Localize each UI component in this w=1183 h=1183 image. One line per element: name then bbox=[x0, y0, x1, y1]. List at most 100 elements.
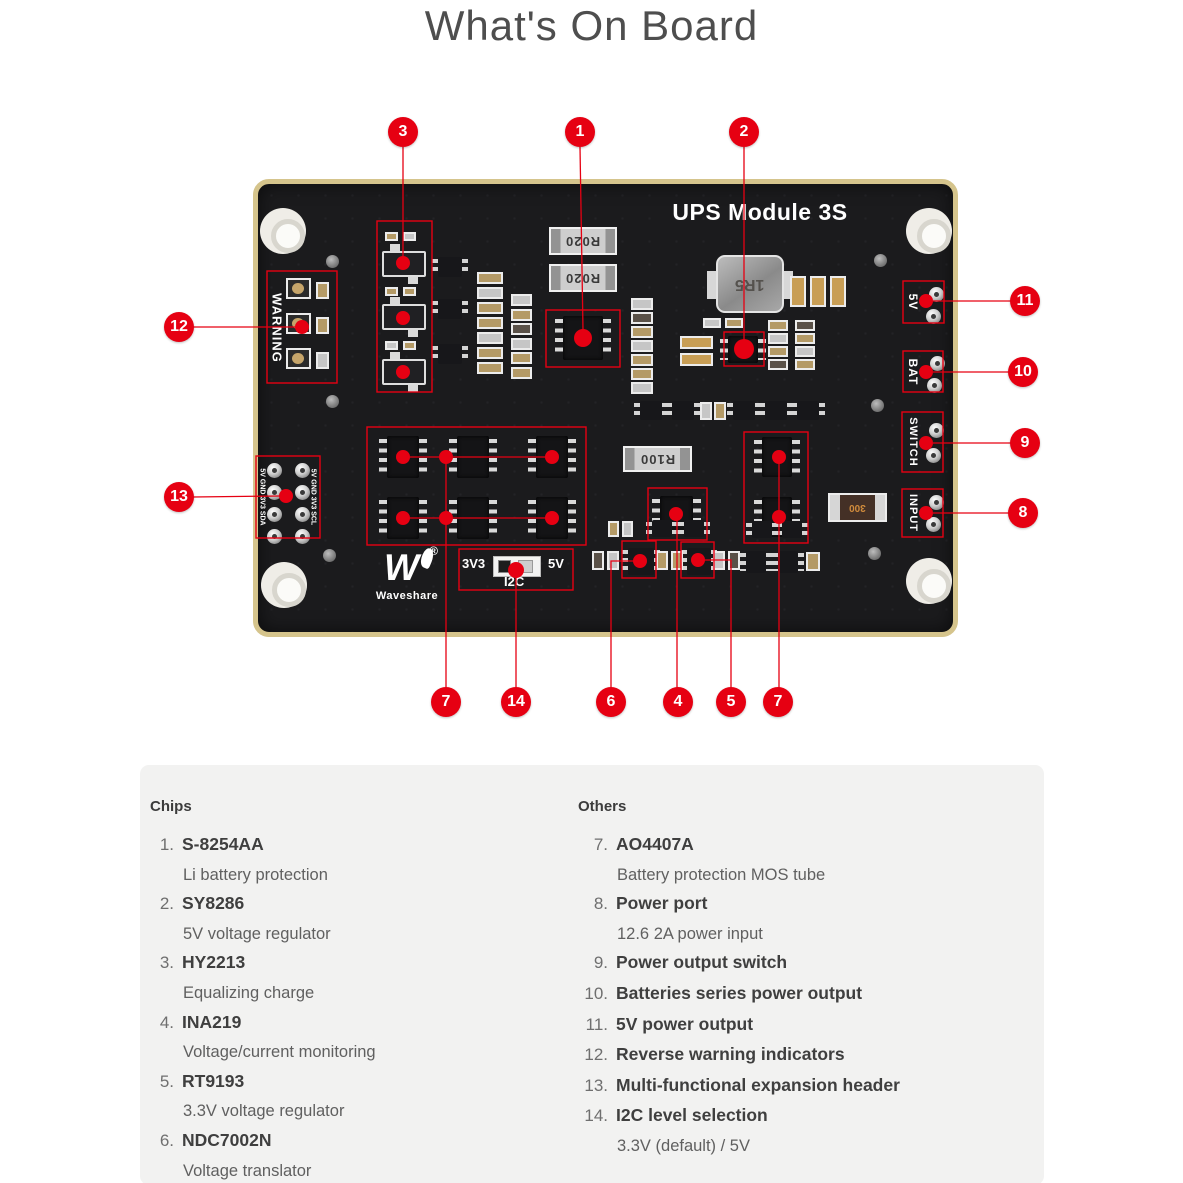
legend-list: 1.S-8254AA Li battery protection 2.SY828… bbox=[150, 830, 570, 1183]
passive-component bbox=[511, 337, 532, 350]
passive-component bbox=[795, 333, 815, 344]
passive-component bbox=[477, 347, 503, 359]
screw-dot bbox=[323, 549, 336, 562]
passive-component bbox=[631, 326, 653, 338]
legend-heading: Chips bbox=[150, 798, 192, 815]
passive-component bbox=[511, 366, 532, 379]
resistor-r020: R020 bbox=[549, 227, 617, 255]
logo-text: Waveshare bbox=[375, 590, 439, 602]
legend-item-desc: 12.6 2A power input bbox=[617, 924, 763, 943]
callout-13: 13 bbox=[164, 482, 194, 512]
legend-item: 11.5V power output bbox=[578, 1010, 998, 1041]
legend-item-name: Multi-functional expansion header bbox=[616, 1074, 900, 1095]
resistor-r020: R020 bbox=[549, 264, 617, 292]
legend-item-number: 7. bbox=[593, 835, 608, 854]
legend-item: 5.RT9193 3.3V voltage regulator bbox=[150, 1067, 570, 1126]
solder-pad bbox=[267, 463, 282, 478]
legend-item-number: 8. bbox=[593, 894, 608, 914]
passive-component bbox=[795, 359, 815, 370]
legend-item-number: 2. bbox=[159, 894, 174, 914]
callout-7b: 7 bbox=[763, 687, 793, 717]
callout-5: 5 bbox=[716, 687, 746, 717]
legend-item-desc: Voltage translator bbox=[183, 1161, 312, 1180]
passive-component bbox=[795, 320, 815, 331]
legend-item: 4.INA219 Voltage/current monitoring bbox=[150, 1008, 570, 1067]
transistor bbox=[791, 401, 825, 420]
transistor bbox=[746, 521, 778, 538]
passive-component bbox=[403, 232, 416, 241]
chip-hy2213 bbox=[382, 244, 426, 284]
screw-dot bbox=[868, 547, 881, 560]
chip-soic bbox=[528, 497, 576, 539]
warning-label: WARNING bbox=[269, 293, 285, 363]
legend-item-name: S-8254AA bbox=[182, 834, 264, 854]
legend-item: 12.Reverse warning indicators bbox=[578, 1040, 998, 1071]
callout-3: 3 bbox=[388, 117, 418, 147]
passive-component bbox=[511, 352, 532, 364]
passive-component bbox=[631, 354, 653, 366]
solder-pad bbox=[267, 507, 282, 522]
transistor bbox=[432, 344, 468, 364]
chip-soic bbox=[528, 436, 576, 478]
transistor bbox=[432, 257, 468, 277]
passive-component bbox=[403, 341, 416, 350]
callout-1: 1 bbox=[565, 117, 595, 147]
transistor bbox=[772, 551, 804, 573]
passive-component bbox=[713, 551, 725, 570]
passive-component bbox=[671, 551, 683, 570]
callout-12: 12 bbox=[164, 312, 194, 342]
legend-item-number: 13. bbox=[584, 1075, 608, 1095]
screw-dot bbox=[871, 399, 884, 412]
legend-item-desc: 3.3V (default) / 5V bbox=[617, 1136, 750, 1155]
jumper-pin bbox=[498, 560, 511, 573]
board-title: UPS Module 3S bbox=[672, 199, 848, 225]
legend-item: 3.HY2213 Equalizing charge bbox=[150, 948, 570, 1007]
passive-component bbox=[477, 302, 503, 314]
passive-component bbox=[477, 332, 503, 344]
solder-pad bbox=[926, 448, 941, 463]
transistor bbox=[740, 551, 772, 573]
legend-item: 6.NDC7002N Voltage translator bbox=[150, 1126, 570, 1183]
legend-item: 10.Batteries series power output bbox=[578, 979, 998, 1010]
transistor bbox=[432, 299, 468, 319]
legend-item-name: HY2213 bbox=[182, 952, 246, 973]
solder-pad bbox=[926, 517, 941, 532]
legend-item-name: I2C level selection bbox=[616, 1105, 768, 1126]
jumper-shunt bbox=[518, 560, 533, 573]
passive-component bbox=[700, 402, 712, 420]
screw-dot bbox=[874, 254, 887, 267]
passive-component bbox=[511, 294, 532, 306]
transistor bbox=[759, 401, 793, 420]
passive-component bbox=[511, 323, 532, 335]
legend-item-name: NDC7002N bbox=[182, 1129, 272, 1150]
registered-mark: ® bbox=[429, 544, 438, 558]
passive-component bbox=[403, 287, 416, 296]
legend-item-number: 1. bbox=[159, 835, 174, 854]
passive-component bbox=[316, 282, 329, 299]
legend-item-desc: 3.3V voltage regulator bbox=[183, 1102, 345, 1121]
transistor bbox=[678, 520, 710, 537]
callout-7a: 7 bbox=[431, 687, 461, 717]
port-label-input: INPUT bbox=[907, 494, 919, 532]
passive-component bbox=[477, 317, 503, 329]
legend-item: 7.AO4407A Battery protection MOS tube bbox=[578, 830, 998, 889]
legend-item-number: 9. bbox=[593, 953, 608, 973]
header-label-right: 5V GND 3V3 SCL bbox=[309, 468, 317, 526]
callout-14: 14 bbox=[501, 687, 531, 717]
chip-soic bbox=[379, 436, 427, 478]
passive-component bbox=[631, 340, 653, 352]
solder-pad bbox=[295, 485, 310, 500]
legend-item: 2.SY8286 5V voltage regulator bbox=[150, 889, 570, 948]
capacitor-gold bbox=[680, 353, 713, 366]
passive-component bbox=[385, 287, 398, 296]
transistor bbox=[666, 401, 700, 420]
callout-9: 9 bbox=[1010, 428, 1040, 458]
legend-chips-column: Chips 1.S-8254AA Li battery protection 2… bbox=[150, 798, 570, 1183]
capacitor-gold bbox=[830, 276, 846, 307]
transistor bbox=[646, 520, 678, 537]
solder-pad bbox=[927, 378, 942, 393]
passive-component bbox=[768, 320, 788, 331]
legend-item-name: 5V power output bbox=[616, 1013, 754, 1034]
passive-component bbox=[511, 308, 532, 321]
chip-hy2213 bbox=[382, 352, 426, 392]
